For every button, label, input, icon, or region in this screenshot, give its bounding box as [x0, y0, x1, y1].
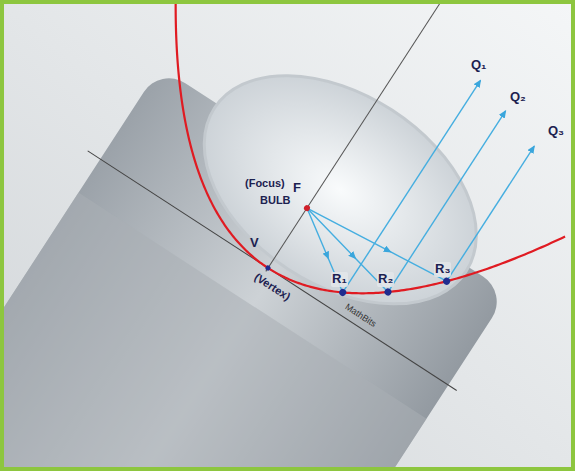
incident-ray [307, 196, 447, 294]
reflection-point [442, 276, 452, 286]
incident-ray [279, 208, 371, 292]
vertex-letter: V [249, 236, 260, 251]
focus-point [303, 204, 311, 212]
axis-line [266, 4, 497, 271]
watermark: MathBits [342, 301, 379, 330]
point-label: R₁ [331, 272, 348, 287]
point-label: R₂ [377, 272, 394, 287]
reflector-group [4, 4, 571, 467]
picture-area [4, 4, 571, 467]
light-rays [279, 39, 548, 337]
flashlight-lens [163, 28, 518, 351]
focus-letter: F [292, 181, 302, 196]
reflected-ray [388, 111, 506, 292]
reflection-point [338, 288, 348, 298]
point-label: Q₂ [509, 90, 527, 105]
point-label: Q₁ [470, 58, 488, 73]
point-label: R₃ [434, 262, 451, 277]
parabola-curve [73, 4, 565, 394]
vertex-point [265, 265, 272, 272]
bulb-label: BULB [259, 194, 292, 207]
focus-label: (Focus) [244, 177, 286, 190]
point-label: Q₃ [547, 124, 565, 139]
reflection-point [383, 287, 393, 297]
reflected-ray [447, 146, 535, 281]
reflection-points [338, 232, 452, 341]
vertex-label: (Vertex) [251, 270, 293, 304]
